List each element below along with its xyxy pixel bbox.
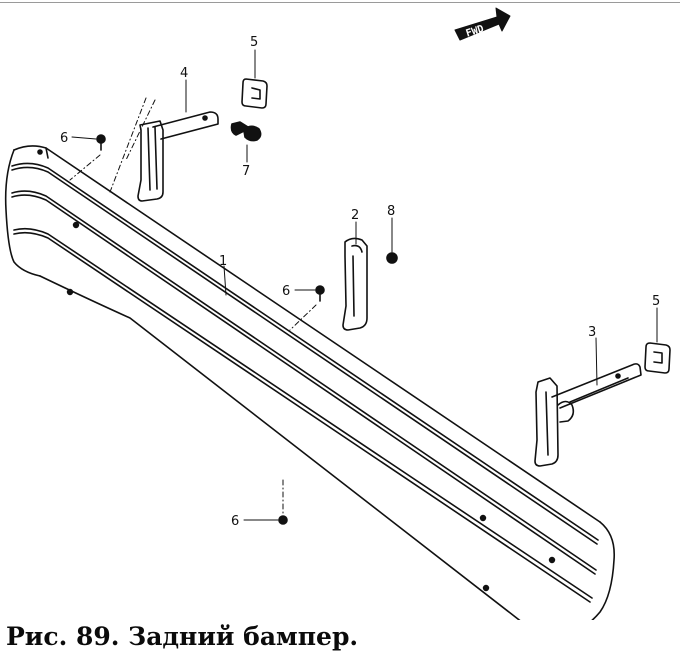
- install-guide-lines: [69, 97, 317, 515]
- cover-right-part: [644, 342, 671, 374]
- figure-caption: Рис. 89. Задний бампер.: [6, 622, 359, 651]
- left-bracket-part: [137, 111, 219, 202]
- callout-8: 8: [387, 204, 395, 219]
- callout-2: 2: [351, 208, 359, 223]
- fwd-arrow-icon: FWD: [454, 7, 511, 41]
- screw-left-part: [96, 134, 106, 151]
- fwd-label: FWD: [465, 24, 486, 40]
- callout-6-bottom: 6: [231, 514, 239, 529]
- bolt-part: [230, 121, 262, 142]
- callout-6-middle: 6: [282, 284, 290, 299]
- callout-6-left: 6: [60, 131, 68, 146]
- callout-5-upper: 5: [250, 35, 258, 50]
- screw-middle-part: [315, 285, 325, 302]
- screw-bottom-part: [278, 515, 288, 525]
- callout-5-right: 5: [652, 294, 660, 309]
- nut-part: [386, 252, 398, 264]
- callout-7: 7: [242, 164, 250, 179]
- rear-bumper-exploded-diagram: FWD: [4, 7, 671, 620]
- center-bracket-part: [342, 237, 368, 331]
- callout-3: 3: [588, 325, 596, 340]
- top-border-line: [0, 2, 680, 3]
- callout-numbers: 1 2 3 4 5 5 6 6 6 7 8: [60, 35, 660, 529]
- leader-lines: [71, 49, 658, 521]
- right-bracket-part: [534, 363, 642, 467]
- callout-1: 1: [219, 254, 227, 269]
- bumper-part: [4, 145, 616, 620]
- callout-4: 4: [180, 66, 188, 81]
- cover-upper-part: [241, 78, 268, 109]
